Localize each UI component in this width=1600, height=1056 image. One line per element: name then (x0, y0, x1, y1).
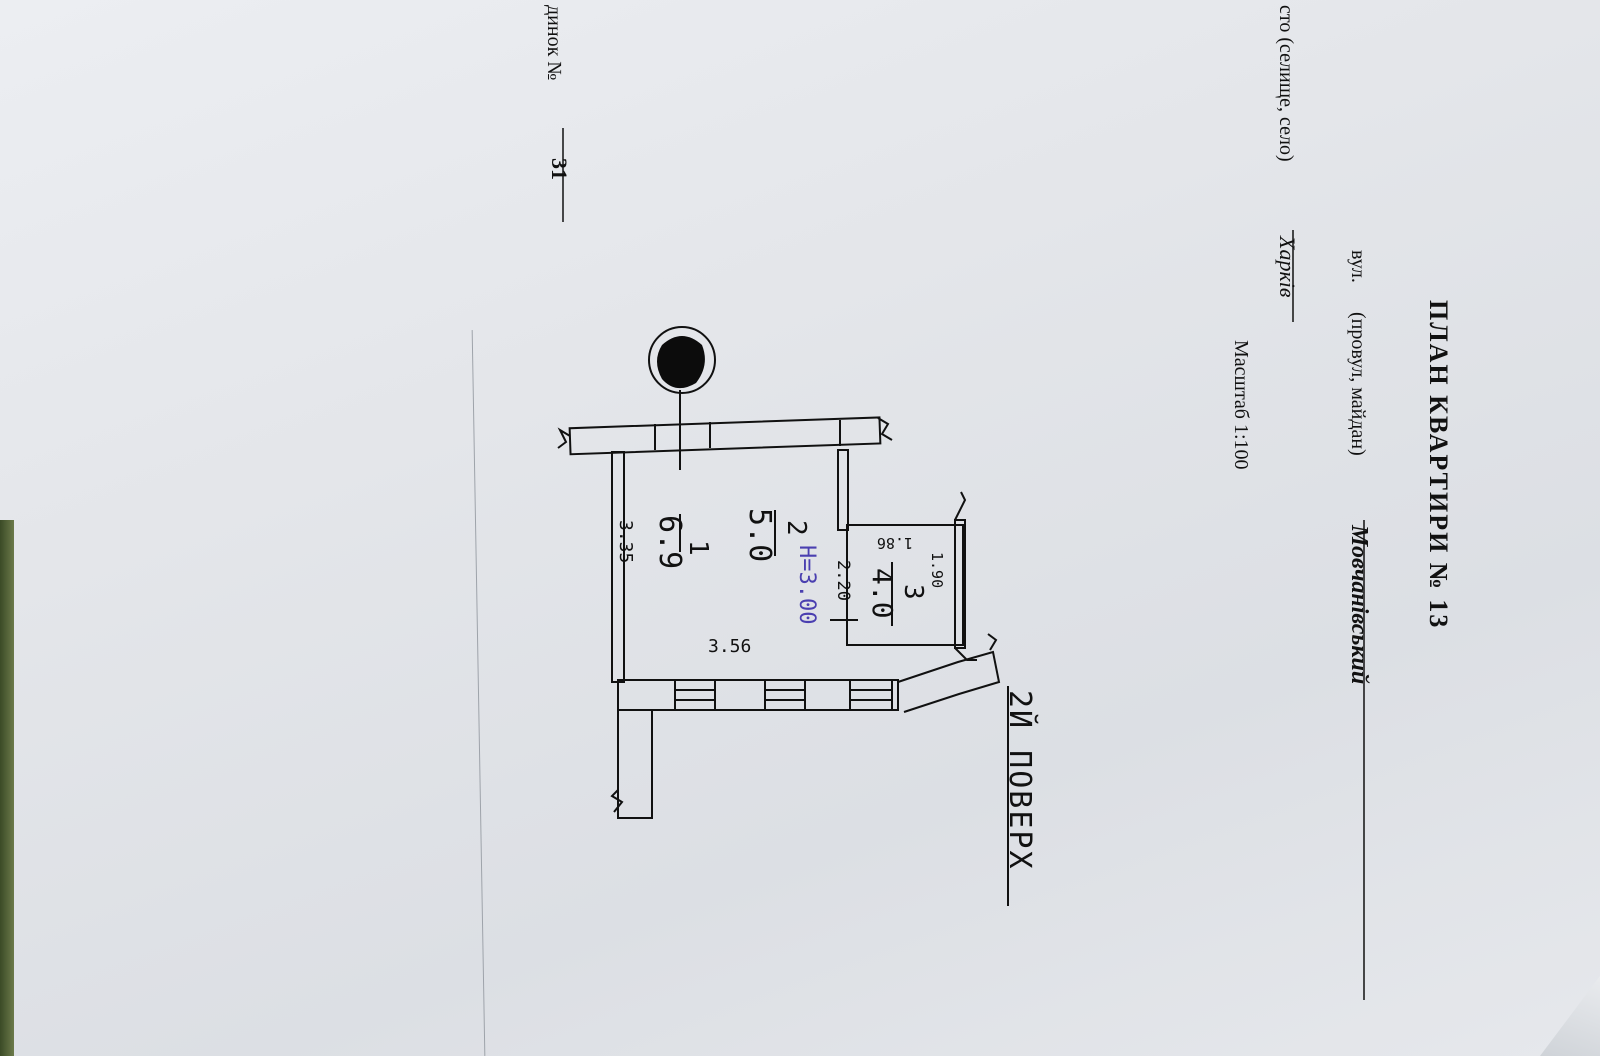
dimension-3-56: 3.56 (708, 636, 751, 657)
building-number: 31 (547, 158, 572, 180)
building-label: динок № (543, 5, 565, 80)
dimension-1-90: 1.90 (928, 552, 946, 588)
room-1-number: 1 (683, 540, 713, 556)
document-title: ПЛАН КВАРТИРИ № 13 (1424, 300, 1453, 629)
city-name: Харків (1275, 235, 1300, 298)
street-prefix: вул. (1347, 250, 1369, 283)
dimension-1-86: 1.86 (877, 534, 913, 552)
scale-label: Масштаб 1:100 (1230, 340, 1252, 470)
room-3-area: 4.0 (866, 568, 899, 619)
dimension-3-35: 3.35 (615, 520, 636, 563)
room-2-area: 5.0 (742, 508, 777, 562)
floor-plan (557, 390, 1001, 819)
room-2-number: 2 (781, 520, 811, 536)
redacted-mark (657, 336, 705, 389)
orientation-circle (648, 326, 716, 394)
background-grass (0, 520, 14, 1056)
city-label: сто (селище, село) (1275, 5, 1297, 162)
dimension-2-20: 2.20 (833, 560, 853, 601)
street-name: Мовчанівський (1346, 524, 1372, 684)
room-3-number: 3 (898, 584, 928, 600)
ceiling-height: H=3.00 (794, 545, 819, 624)
street-types: (провул, майдан) (1347, 312, 1369, 456)
room-1-area: 6.9 (652, 515, 687, 569)
